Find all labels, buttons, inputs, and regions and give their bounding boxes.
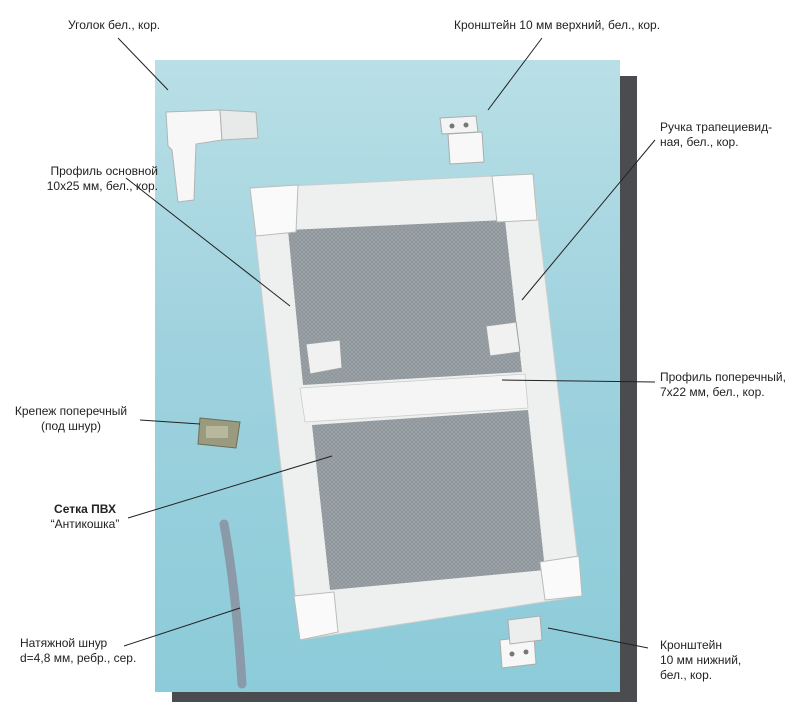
label-bracket-bottom-line1: Кронштейн bbox=[660, 638, 722, 652]
label-bracket-bottom-line2: 10 мм нижний, bbox=[660, 653, 742, 667]
label-profile-cross: Профиль поперечный, 7х22 мм, бел., кор. bbox=[660, 370, 786, 400]
leader-corner bbox=[117, 37, 169, 91]
label-fastener-line2: (под шнур) bbox=[40, 419, 102, 433]
frame-corner-bl bbox=[293, 591, 339, 641]
leader-handle bbox=[521, 139, 656, 301]
label-bracket-bottom: Кронштейн 10 мм нижний, бел., кор. bbox=[660, 638, 741, 683]
frame-corner-br bbox=[539, 555, 583, 601]
leader-bracket-top bbox=[487, 37, 543, 111]
leader-cord bbox=[123, 607, 241, 647]
tension-cord bbox=[219, 519, 247, 689]
leader-mesh bbox=[127, 455, 333, 519]
label-handle: Ручка трапециевид- ная, бел., кор. bbox=[660, 120, 772, 150]
label-cord: Натяжной шнур d=4,8 мм, ребр., сер. bbox=[20, 636, 136, 666]
lower-mesh-pane bbox=[312, 410, 545, 590]
label-corner: Уголок бел., кор. bbox=[68, 18, 161, 32]
label-mesh-line1: Сетка ПВХ bbox=[54, 502, 116, 516]
bottom-bracket bbox=[499, 615, 543, 669]
label-handle-line1: Ручка трапециевид- bbox=[660, 120, 773, 134]
leader-bracket-bottom bbox=[547, 627, 649, 649]
cross-fastener bbox=[197, 417, 241, 449]
label-bracket-top: Кронштейн 10 мм верхний, бел., кор. bbox=[454, 18, 661, 32]
label-profile-cross-line1: Профиль поперечный, bbox=[660, 370, 786, 384]
upper-mesh-pane bbox=[288, 220, 522, 385]
label-fastener: Крепеж поперечный (под шнур) bbox=[0, 404, 142, 434]
leader-lines bbox=[117, 37, 656, 649]
corner-piece bbox=[165, 109, 259, 203]
label-profile-main-line1: Профиль основной bbox=[50, 164, 159, 178]
top-bracket bbox=[439, 115, 485, 165]
label-fastener-line1: Крепеж поперечный bbox=[14, 404, 128, 418]
label-mesh-line2: “Антикошка” bbox=[50, 517, 120, 531]
handle-right bbox=[485, 321, 521, 357]
label-profile-cross-line2: 7х22 мм, бел., кор. bbox=[660, 385, 765, 399]
label-profile-main: Профиль основной 10х25 мм, бел., кор. bbox=[10, 164, 158, 194]
leader-fastener bbox=[139, 419, 201, 425]
frame-corner-tl bbox=[249, 184, 299, 237]
handle-left bbox=[305, 339, 343, 375]
label-bracket-bottom-line3: бел., кор. bbox=[660, 668, 713, 682]
cross-profile bbox=[299, 373, 529, 423]
label-cord-line1: Натяжной шнур bbox=[20, 636, 108, 650]
label-cord-line2: d=4,8 мм, ребр., сер. bbox=[20, 651, 137, 665]
leader-profile-main bbox=[125, 177, 291, 307]
label-mesh: Сетка ПВХ “Антикошка” bbox=[40, 502, 130, 532]
mosquito-net-frame bbox=[249, 173, 583, 641]
label-profile-main-line2: 10х25 мм, бел., кор. bbox=[46, 179, 158, 193]
frame-corner-tr bbox=[491, 173, 538, 223]
leader-profile-cross bbox=[501, 379, 656, 383]
label-handle-line2: ная, бел., кор. bbox=[660, 135, 739, 149]
